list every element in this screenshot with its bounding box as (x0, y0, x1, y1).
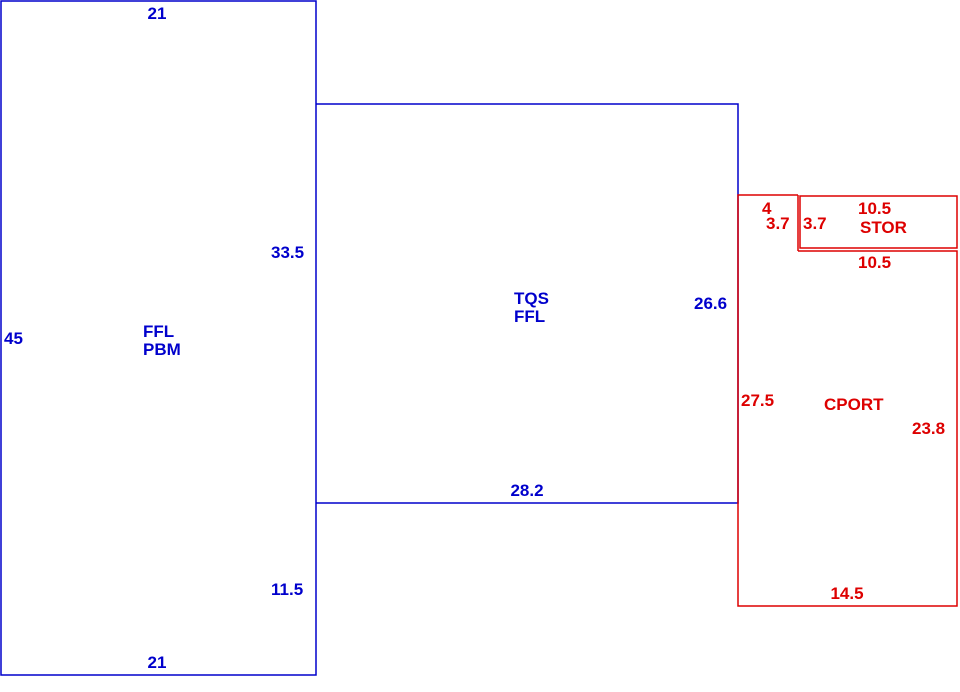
cport-outline (737, 194, 958, 607)
ffl-pbm-bottom-dimension: 21 (148, 653, 167, 672)
ffl-pbm-right-upper-dimension: 33.5 (271, 243, 304, 262)
ffl-pbm-left-dimension: 45 (4, 329, 23, 348)
cport-top-right-dimension: 10.5 (858, 253, 891, 272)
tqs-ffl-right-dimension: 26.6 (694, 294, 727, 313)
ffl-pbm-label-line-1: FFL (143, 322, 174, 341)
stor-outline (799, 195, 958, 249)
cport-bottom-dimension: 14.5 (830, 584, 863, 603)
cport-small-side-dimension: 3.7 (766, 214, 790, 233)
cport-label: CPORT (824, 395, 884, 414)
cport-left-dimension: 27.5 (741, 391, 774, 410)
area-cport: 4 3.7 10.5 27.5 23.8 14.5 CPORT (737, 194, 958, 607)
area-stor: 10.5 3.7 STOR (799, 195, 958, 249)
area-tqs-ffl: 28.2 26.6 TQS FFL (316, 103, 739, 504)
ffl-pbm-outline (0, 0, 317, 676)
ffl-pbm-top-dimension: 21 (148, 4, 167, 23)
ffl-pbm-label-line-2: PBM (143, 340, 181, 359)
tqs-ffl-label-line-2: FFL (514, 307, 545, 326)
stor-label: STOR (860, 218, 907, 237)
area-ffl-pbm: 21 21 45 33.5 11.5 FFL PBM (0, 0, 317, 676)
tqs-ffl-label-line-1: TQS (514, 289, 549, 308)
cport-top-left-dimension: 4 (762, 199, 772, 218)
cport-right-dimension: 23.8 (912, 419, 945, 438)
stor-top-dimension: 10.5 (858, 199, 891, 218)
tqs-ffl-bottom-dimension: 28.2 (510, 481, 543, 500)
ffl-pbm-right-lower-dimension: 11.5 (271, 580, 303, 599)
stor-left-dimension: 3.7 (803, 214, 827, 233)
